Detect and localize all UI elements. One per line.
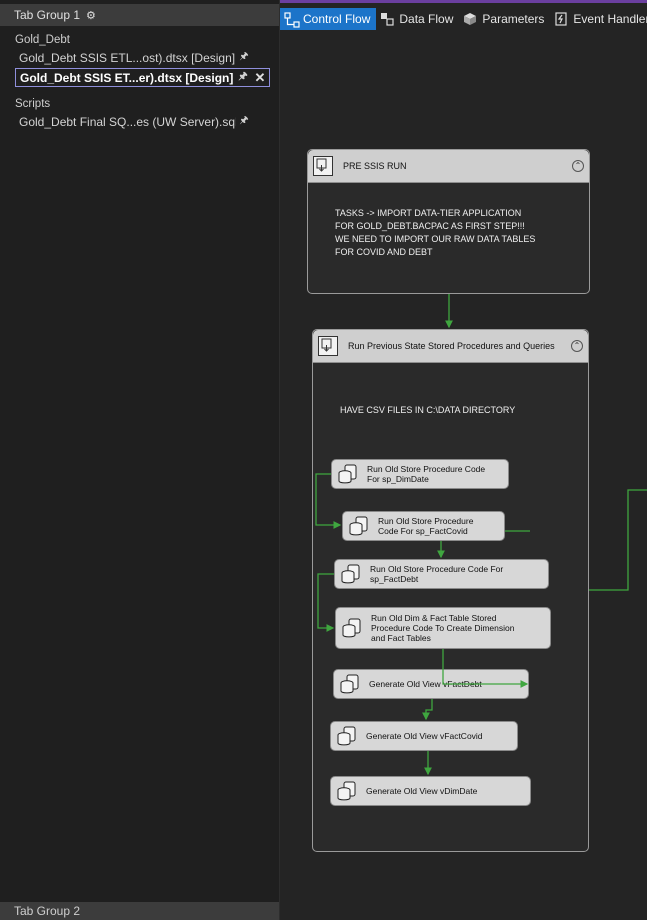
parameters-icon — [463, 12, 477, 26]
task-label: Run Old Dim & Fact Table Stored Procedur… — [371, 613, 515, 643]
collapse-icon[interactable]: ⌃ — [571, 340, 583, 352]
container-pre-ssis-run[interactable]: PRE SSIS RUN ⌃ — [307, 149, 590, 294]
container-icon — [313, 156, 333, 176]
pin-icon[interactable]: 🖈 — [238, 71, 248, 82]
tab-group-1-header[interactable]: Tab Group 1 ⚙ — [0, 4, 279, 26]
pin-icon[interactable]: 🖈 — [239, 51, 249, 62]
file-tab-label: Gold_Debt SSIS ETL...ost).dtsx [Design] — [19, 50, 236, 65]
task-label: Generate Old View vFactCovid — [366, 731, 483, 741]
container-title: Run Previous State Stored Procedures and… — [348, 341, 555, 351]
task-label: Run Old Store Procedure Code For sp_Fact… — [378, 516, 474, 536]
task-label: Generate Old View vFactDebt — [369, 679, 482, 689]
execute-sql-task-icon — [348, 515, 370, 537]
constraint-t3-to-t4 — [317, 573, 335, 632]
task-sp-factcovid[interactable]: Run Old Store Procedure Code For sp_Fact… — [342, 511, 505, 541]
annotation-pre-ssis: TASKS -> IMPORT DATA-TIER APPLICATION FO… — [335, 208, 536, 257]
data-flow-icon — [380, 12, 394, 26]
file-tab-etl-server-active[interactable]: Gold_Debt SSIS ET...er).dtsx [Design] 🖈 … — [15, 68, 270, 87]
file-tab-label: Gold_Debt Final SQ...es (UW Server).sql — [19, 114, 236, 129]
designer-tab-strip: Control Flow Data Flow Parameters Event … — [280, 8, 647, 30]
container-title: PRE SSIS RUN — [343, 161, 407, 171]
task-label: Run Old Store Procedure Code For sp_Fact… — [370, 564, 504, 584]
execute-sql-task-icon — [340, 563, 362, 585]
task-dim-fact-tables[interactable]: Run Old Dim & Fact Table Stored Procedur… — [335, 607, 551, 649]
tab-control-flow-label: Control Flow — [303, 12, 371, 26]
constraint-t5-to-t6 — [422, 699, 433, 721]
file-tab-label: Gold_Debt SSIS ET...er).dtsx [Design] — [20, 70, 234, 85]
constraint-t1-to-t2 — [315, 473, 342, 529]
control-flow-icon — [284, 12, 300, 28]
file-tab-etl-post[interactable]: Gold_Debt SSIS ETL...ost).dtsx [Design] … — [15, 48, 270, 67]
close-icon[interactable]: ✕ — [254, 69, 266, 85]
container-run-previous-state[interactable]: Run Previous State Stored Procedures and… — [312, 329, 589, 852]
pin-icon[interactable]: 🖈 — [239, 115, 249, 126]
container-icon — [318, 336, 338, 356]
annotation-csv-directory: HAVE CSV FILES IN C:\DATA DIRECTORY — [340, 405, 516, 415]
execute-sql-task-icon — [336, 780, 358, 802]
tab-event-handlers-label: Event Handlers — [573, 12, 647, 26]
tab-data-flow[interactable]: Data Flow — [376, 8, 459, 30]
constraint-container-out — [589, 489, 647, 591]
execute-sql-task-icon — [337, 463, 359, 485]
tab-control-flow[interactable]: Control Flow — [280, 8, 377, 30]
constraint-t4-to-t5 — [442, 649, 529, 688]
task-label: Generate Old View vDimDate — [366, 786, 478, 796]
execute-sql-task-icon — [339, 673, 361, 695]
solution-tab-panel: Tab Group 1 ⚙ Gold_Debt Gold_Debt SSIS E… — [0, 0, 280, 920]
execute-sql-task-icon — [336, 725, 358, 747]
tab-parameters[interactable]: Parameters — [459, 8, 550, 30]
file-tab-final-sql[interactable]: Gold_Debt Final SQ...es (UW Server).sql … — [15, 112, 270, 131]
tab-group-2-label: Tab Group 2 — [14, 904, 81, 918]
task-view-vfactcovid[interactable]: Generate Old View vFactCovid — [330, 721, 518, 751]
container-header[interactable]: PRE SSIS RUN ⌃ — [308, 150, 589, 183]
group-label-scripts: Scripts — [15, 98, 51, 110]
task-label: Run Old Store Procedure Code For sp_DimD… — [367, 464, 486, 484]
execute-sql-task-icon — [341, 617, 363, 639]
accent-bar — [280, 0, 647, 3]
tab-event-handlers[interactable]: Event Handlers — [550, 8, 647, 30]
task-sp-factdebt[interactable]: Run Old Store Procedure Code For sp_Fact… — [334, 559, 549, 589]
container-header[interactable]: Run Previous State Stored Procedures and… — [313, 330, 588, 363]
event-handlers-icon — [554, 12, 568, 26]
group-label-gold-debt: Gold_Debt — [15, 34, 70, 46]
tab-group-1-label: Tab Group 1 — [14, 8, 81, 22]
tab-group-2-header[interactable]: Tab Group 2 — [0, 902, 279, 920]
gear-icon[interactable]: ⚙ — [86, 9, 96, 22]
task-sp-dimdate[interactable]: Run Old Store Procedure Code For sp_DimD… — [331, 459, 509, 489]
task-view-vdimdate[interactable]: Generate Old View vDimDate — [330, 776, 531, 806]
collapse-icon[interactable]: ⌃ — [572, 160, 584, 172]
tab-data-flow-label: Data Flow — [399, 12, 454, 26]
tab-parameters-label: Parameters — [482, 12, 545, 26]
